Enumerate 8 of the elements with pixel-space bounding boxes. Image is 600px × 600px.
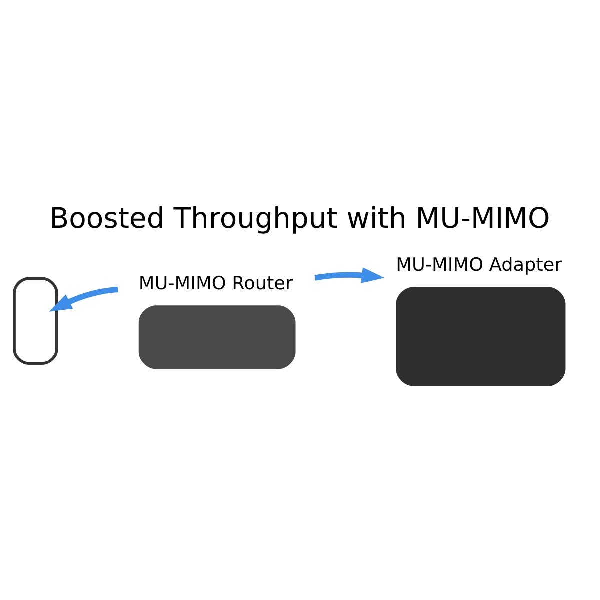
arrow bbox=[314, 268, 385, 284]
node-label: MU-MIMO Adapter bbox=[396, 254, 562, 276]
node-label: MU-MIMO Router bbox=[138, 273, 294, 294]
node-box bbox=[138, 306, 296, 370]
node-box bbox=[13, 277, 58, 366]
arrow bbox=[49, 286, 118, 312]
diagram-title: Boosted Throughput with MU-MIMO bbox=[50, 202, 550, 235]
node-box bbox=[396, 287, 566, 386]
